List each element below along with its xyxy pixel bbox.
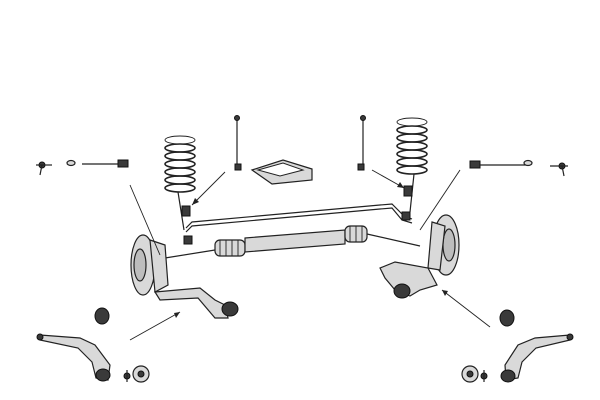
tie-rod-right[interactable]	[469, 159, 568, 177]
bushing-right[interactable]	[461, 365, 479, 383]
coil-spring-right[interactable]	[396, 117, 428, 213]
ball-joint-right[interactable]	[480, 370, 488, 382]
control-arm-right[interactable]	[379, 261, 438, 299]
direction-arrow	[250, 159, 313, 185]
pointer-arrows	[129, 169, 491, 341]
brake-disc-left[interactable]	[130, 234, 169, 296]
coil-spring-left[interactable]	[164, 135, 196, 231]
control-arm-left[interactable]	[153, 287, 239, 319]
stabilizer-link-left[interactable]	[234, 115, 242, 171]
control-arm-loose-right[interactable]	[499, 309, 574, 383]
control-arm-loose-left[interactable]	[36, 307, 111, 382]
stabilizer-bar[interactable]	[183, 203, 413, 245]
ball-joint-left[interactable]	[123, 370, 131, 382]
bushing-left[interactable]	[132, 365, 150, 383]
stabilizer-link-right[interactable]	[357, 115, 366, 171]
brake-disc-right[interactable]	[427, 214, 460, 276]
steering-rack[interactable]	[164, 225, 421, 259]
tie-rod-left[interactable]	[36, 159, 129, 176]
